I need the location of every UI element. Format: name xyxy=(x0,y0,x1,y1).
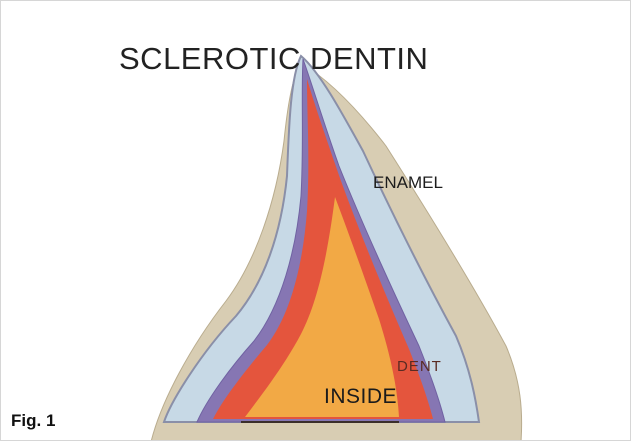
enamel-label: ENAMEL xyxy=(373,173,443,193)
inside-label: INSIDE xyxy=(324,385,397,409)
dentin-label: DENT xyxy=(397,358,442,375)
sclerotic-dentin-label: SCLEROTIC DENTIN xyxy=(119,41,428,77)
figure-caption: Fig. 1 xyxy=(11,411,55,431)
